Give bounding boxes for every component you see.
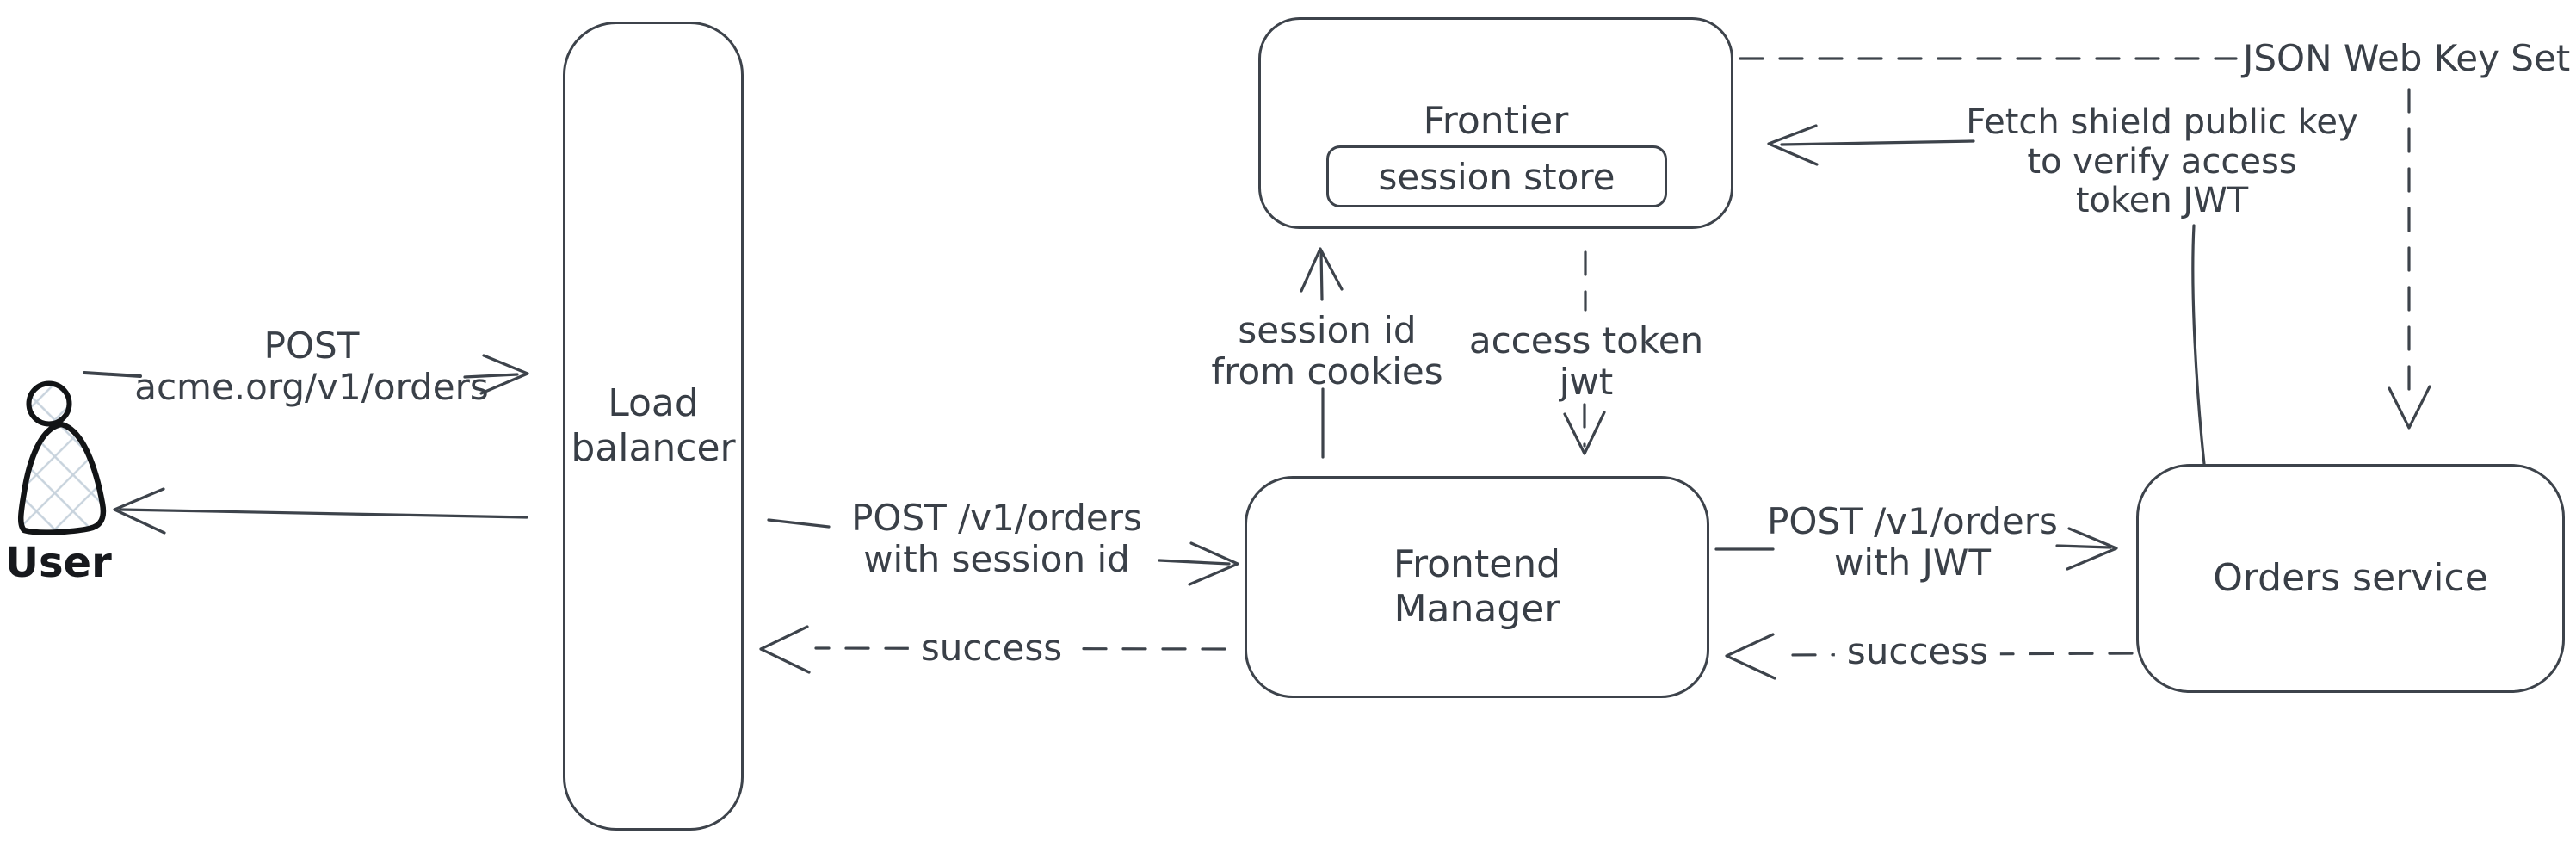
fetch-key-label: Fetch shield public key to verify access…: [1966, 102, 2358, 221]
user-to-lb-arrow: [83, 354, 529, 395]
load-balancer-label: Load balancer: [571, 381, 736, 470]
frontier-node: Frontier session store: [1258, 17, 1733, 229]
session-store-node: session store: [1326, 145, 1667, 207]
fm-to-frontier-arrow: [1300, 247, 1344, 459]
orders-success-label: success: [1834, 631, 2001, 672]
frontend-manager-node: Frontend Manager: [1245, 476, 1709, 698]
jwks-label: JSON Web Key Set: [2243, 37, 2571, 79]
jwks-to-orders-arrow: [2388, 88, 2431, 430]
user-request-label: POST acme.org/v1/orders: [134, 325, 489, 408]
orders-to-frontier-arrow: [1767, 124, 2206, 466]
orders-service-label: Orders service: [2213, 556, 2488, 601]
orders-service-node: Orders service: [2136, 464, 2565, 693]
lb-to-user-arrow: [113, 487, 528, 535]
fm-to-orders-arrow: [1714, 527, 2118, 571]
access-token-label: access token jwt: [1468, 319, 1704, 403]
frontier-label: Frontier: [1423, 99, 1569, 143]
session-id-label: session id from cookies: [1211, 309, 1443, 393]
orders-request-label: POST /v1/orders with JWT: [1767, 500, 2058, 584]
frontend-manager-label: Frontend Manager: [1393, 542, 1561, 631]
lb-request-label: POST /v1/orders with session id: [851, 497, 1142, 580]
lb-success-label: success: [908, 628, 1075, 669]
user-label: User: [5, 539, 112, 587]
load-balancer-node: Load balancer: [563, 22, 744, 831]
user-icon: [18, 380, 107, 535]
session-store-label: session store: [1378, 155, 1615, 198]
lb-to-fm-arrow: [767, 518, 1239, 586]
frontier-to-fm-arrow: [1563, 250, 1606, 455]
